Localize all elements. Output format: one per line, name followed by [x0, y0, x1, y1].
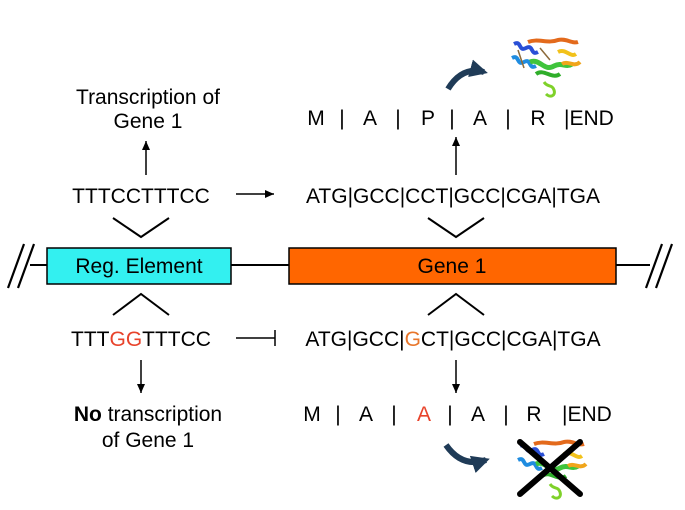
- reg-top-chevron: [112, 217, 170, 239]
- protein-structure-icon: [511, 37, 582, 98]
- gene-top-chevron: [427, 217, 485, 239]
- reg-element-box: [46, 247, 232, 285]
- top-fold-arrow: [445, 59, 488, 91]
- codon-suffix: CT|GCC|CGA|TGA: [421, 328, 601, 351]
- no-transcription-label-line2: of Gene 1: [102, 429, 194, 452]
- protein-residue: P: [421, 107, 435, 130]
- protein-residue: A: [471, 403, 485, 426]
- bottom-codon-sequence: ATG|GCC|GCT|GCC|CGA|TGA: [305, 328, 600, 351]
- protein-end: |END: [562, 403, 612, 426]
- protein-separator: |: [447, 403, 452, 426]
- codon-prefix: ATG|GCC|: [305, 328, 404, 351]
- gene-box: [288, 247, 617, 285]
- transcription-label-line2: Gene 1: [114, 110, 183, 133]
- gene-label: Gene 1: [418, 255, 487, 278]
- protein-residue: A: [359, 403, 373, 426]
- left-break-icon: [6, 243, 36, 289]
- promoter-mutation: GG: [109, 328, 142, 351]
- right-break-icon: [644, 243, 674, 289]
- protein-separator: |: [449, 107, 454, 130]
- top-promoter-sequence: TTTCCTTTCC: [72, 185, 210, 208]
- bottom-protein-sequence: M | A | A | A | R |END: [303, 403, 612, 426]
- promoter-inhibition-marker: [236, 330, 276, 346]
- protein-residue: R: [530, 107, 545, 130]
- protein-separator: |: [395, 107, 400, 130]
- gene-bottom-chevron: [427, 292, 485, 316]
- protein-residue-mutated: A: [417, 403, 431, 426]
- cross-icon: [517, 439, 583, 497]
- protein-residue: M: [303, 403, 321, 426]
- protein-separator: |: [335, 403, 340, 426]
- transcription-word: transcription: [102, 403, 222, 426]
- bottom-fold-arrow: [443, 443, 490, 473]
- protein-separator: |: [339, 107, 344, 130]
- protein-separator: |: [503, 403, 508, 426]
- protein-residue: A: [363, 107, 377, 130]
- no-transcription-label-line1: No transcription: [74, 403, 222, 426]
- no-word: No: [74, 403, 102, 426]
- promoter-prefix: TTT: [71, 328, 110, 351]
- protein-residue: A: [473, 107, 487, 130]
- bottom-promoter-sequence: TTTGGTTTCC: [71, 328, 211, 351]
- protein-end: |END: [564, 107, 614, 130]
- reg-bottom-chevron: [112, 292, 170, 316]
- reg-element-label: Reg. Element: [75, 255, 202, 278]
- protein-separator: |: [505, 107, 510, 130]
- codon-mutation: G: [405, 328, 421, 351]
- promoter-suffix: TTTCC: [142, 328, 211, 351]
- protein-residue: M: [307, 107, 325, 130]
- top-codon-sequence: ATG|GCC|CCT|GCC|CGA|TGA: [306, 185, 600, 208]
- protein-residue: R: [526, 403, 541, 426]
- transcription-label-line1: Transcription of: [76, 86, 220, 109]
- top-protein-sequence: M | A | P | A | R |END: [307, 107, 614, 130]
- protein-separator: |: [391, 403, 396, 426]
